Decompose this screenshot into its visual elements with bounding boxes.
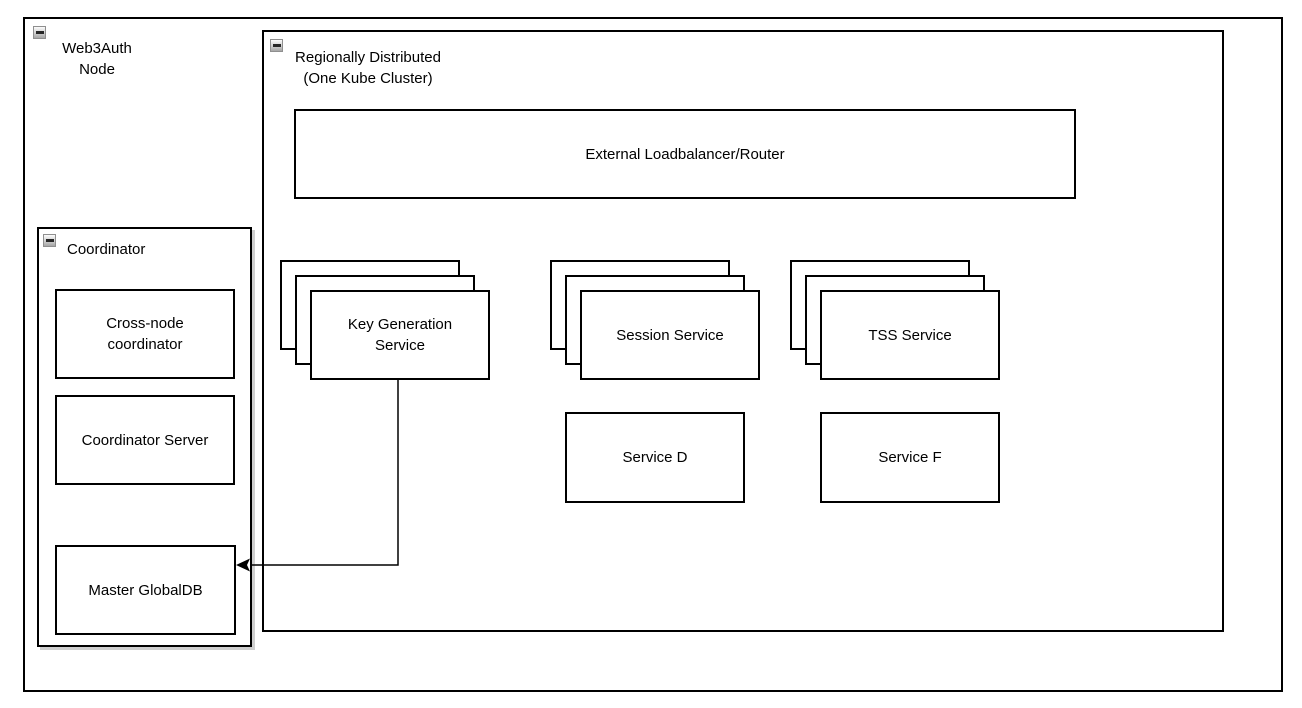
collapse-minus-icon[interactable] bbox=[33, 26, 46, 39]
node-tss-service[interactable]: TSS Service bbox=[820, 290, 1000, 380]
key-generation-service-label: Key Generation Service bbox=[347, 316, 453, 354]
coordinator-server-label: Coordinator Server bbox=[81, 431, 209, 449]
minus-icon bbox=[35, 31, 44, 34]
container-regionally-distributed[interactable]: Regionally Distributed (One Kube Cluster… bbox=[262, 30, 1224, 632]
node-service-f[interactable]: Service F bbox=[820, 412, 1000, 503]
collapse-minus-icon[interactable] bbox=[43, 234, 56, 247]
session-service-label: Session Service bbox=[616, 326, 724, 344]
node-coordinator-server[interactable]: Coordinator Server bbox=[55, 395, 235, 485]
service-f-label: Service F bbox=[878, 449, 942, 466]
service-d-label: Service D bbox=[622, 449, 688, 466]
node-key-generation-service[interactable]: Key Generation Service bbox=[310, 290, 490, 380]
node-cross-node-coordinator[interactable]: Cross-node coordinator bbox=[55, 289, 235, 379]
minus-icon bbox=[45, 239, 54, 242]
node-external-loadbalancer[interactable]: External Loadbalancer/Router bbox=[294, 109, 1076, 199]
regionally-distributed-label: Regionally Distributed (One Kube Cluster… bbox=[295, 49, 441, 87]
collapse-minus-icon[interactable] bbox=[270, 39, 283, 52]
minus-icon bbox=[272, 44, 281, 47]
coordinator-label: Coordinator bbox=[67, 241, 146, 258]
node-master-globaldb[interactable]: Master GlobalDB bbox=[55, 545, 236, 635]
external-loadbalancer-label: External Loadbalancer/Router bbox=[585, 145, 785, 163]
web3auth-node-label: Web3Auth Node bbox=[62, 40, 132, 78]
container-coordinator[interactable]: Coordinator Cross-node coordinator Coord… bbox=[37, 227, 252, 647]
node-service-d[interactable]: Service D bbox=[565, 412, 745, 503]
tss-service-label: TSS Service bbox=[868, 326, 952, 344]
master-globaldb-label: Master GlobalDB bbox=[88, 581, 203, 599]
cross-node-coordinator-label: Cross-node coordinator bbox=[106, 315, 184, 353]
node-session-service[interactable]: Session Service bbox=[580, 290, 760, 380]
